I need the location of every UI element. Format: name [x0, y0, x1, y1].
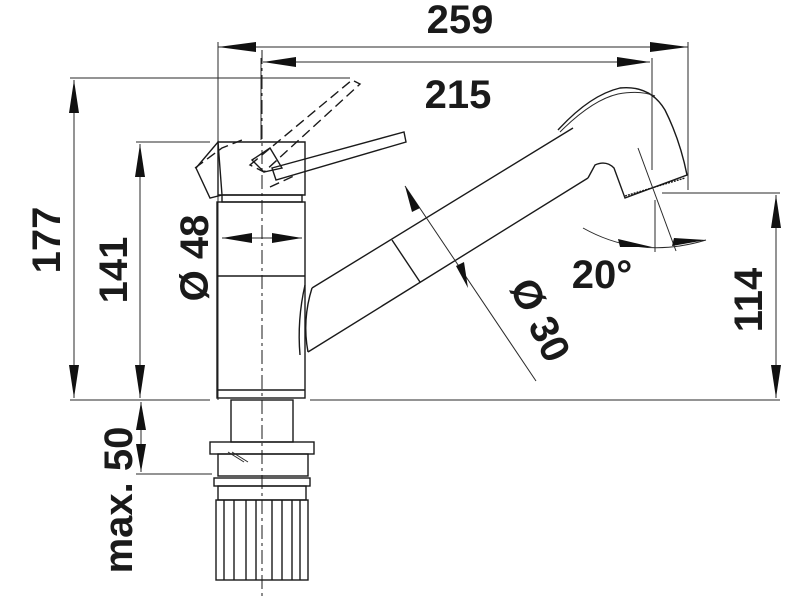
dimension-body-diameter: Ø 48 — [173, 215, 302, 302]
mounting-nut — [215, 499, 309, 581]
lever-handle — [195, 131, 407, 199]
dimension-body-height: 141 — [92, 141, 210, 398]
dimension-spout-reach: 215 — [260, 57, 653, 170]
dimension-total-width: 259 — [217, 0, 689, 400]
spray-head — [557, 86, 688, 199]
label-114: 114 — [727, 267, 771, 332]
label-141: 141 — [92, 237, 136, 304]
label-215: 215 — [425, 73, 492, 117]
label-diameter-30: Ø 30 — [501, 272, 579, 369]
label-259: 259 — [427, 0, 494, 42]
label-max-50: max. 50 — [97, 427, 141, 574]
faucet-body — [216, 50, 306, 598]
dimension-spout-clearance: 114 — [310, 192, 781, 401]
dimension-spray-angle: 20° — [572, 147, 707, 297]
label-177: 177 — [25, 207, 69, 274]
label-diameter-48: Ø 48 — [173, 215, 217, 302]
spout-hose — [298, 127, 589, 356]
dimension-total-height: 177 — [25, 77, 350, 401]
lever-handle-open-position — [194, 79, 362, 188]
label-20-degrees: 20° — [572, 253, 633, 297]
dimension-max-deck-thickness: max. 50 — [97, 402, 212, 573]
